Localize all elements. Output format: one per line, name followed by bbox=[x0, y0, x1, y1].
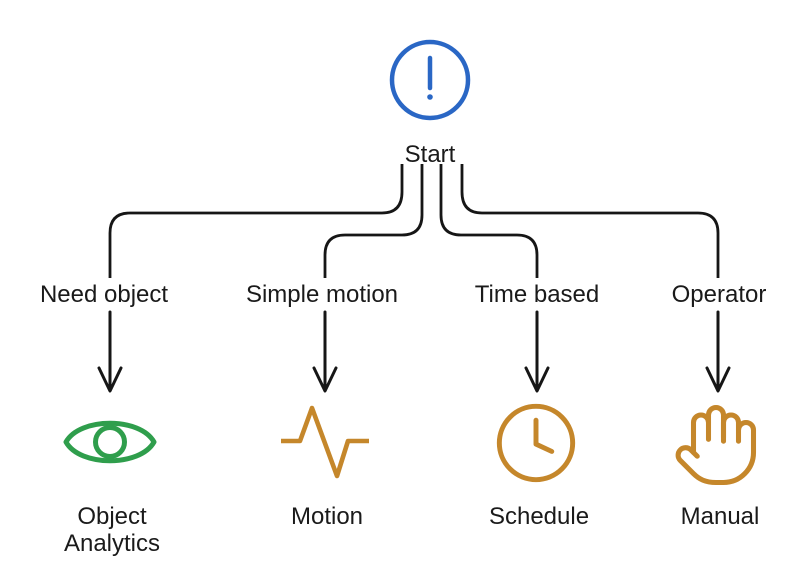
leaf-label-schedule: Schedule bbox=[488, 503, 590, 530]
leaf-label-object-analytics: Object Analytics bbox=[63, 503, 161, 557]
branch-label-simple-motion: Simple motion bbox=[245, 281, 399, 308]
leaf-label-motion: Motion bbox=[290, 503, 364, 530]
pulse-icon bbox=[281, 405, 369, 479]
eye-icon bbox=[63, 420, 157, 464]
branch-label-time-based: Time based bbox=[474, 281, 600, 308]
leaf-label-manual: Manual bbox=[680, 503, 760, 530]
clock-icon bbox=[496, 403, 576, 483]
alert-circle-icon bbox=[389, 39, 471, 121]
branch-label-need-object: Need object bbox=[39, 281, 169, 308]
start-label: Start bbox=[404, 141, 456, 168]
branch-label-operator: Operator bbox=[671, 281, 767, 308]
hand-icon bbox=[675, 405, 757, 486]
